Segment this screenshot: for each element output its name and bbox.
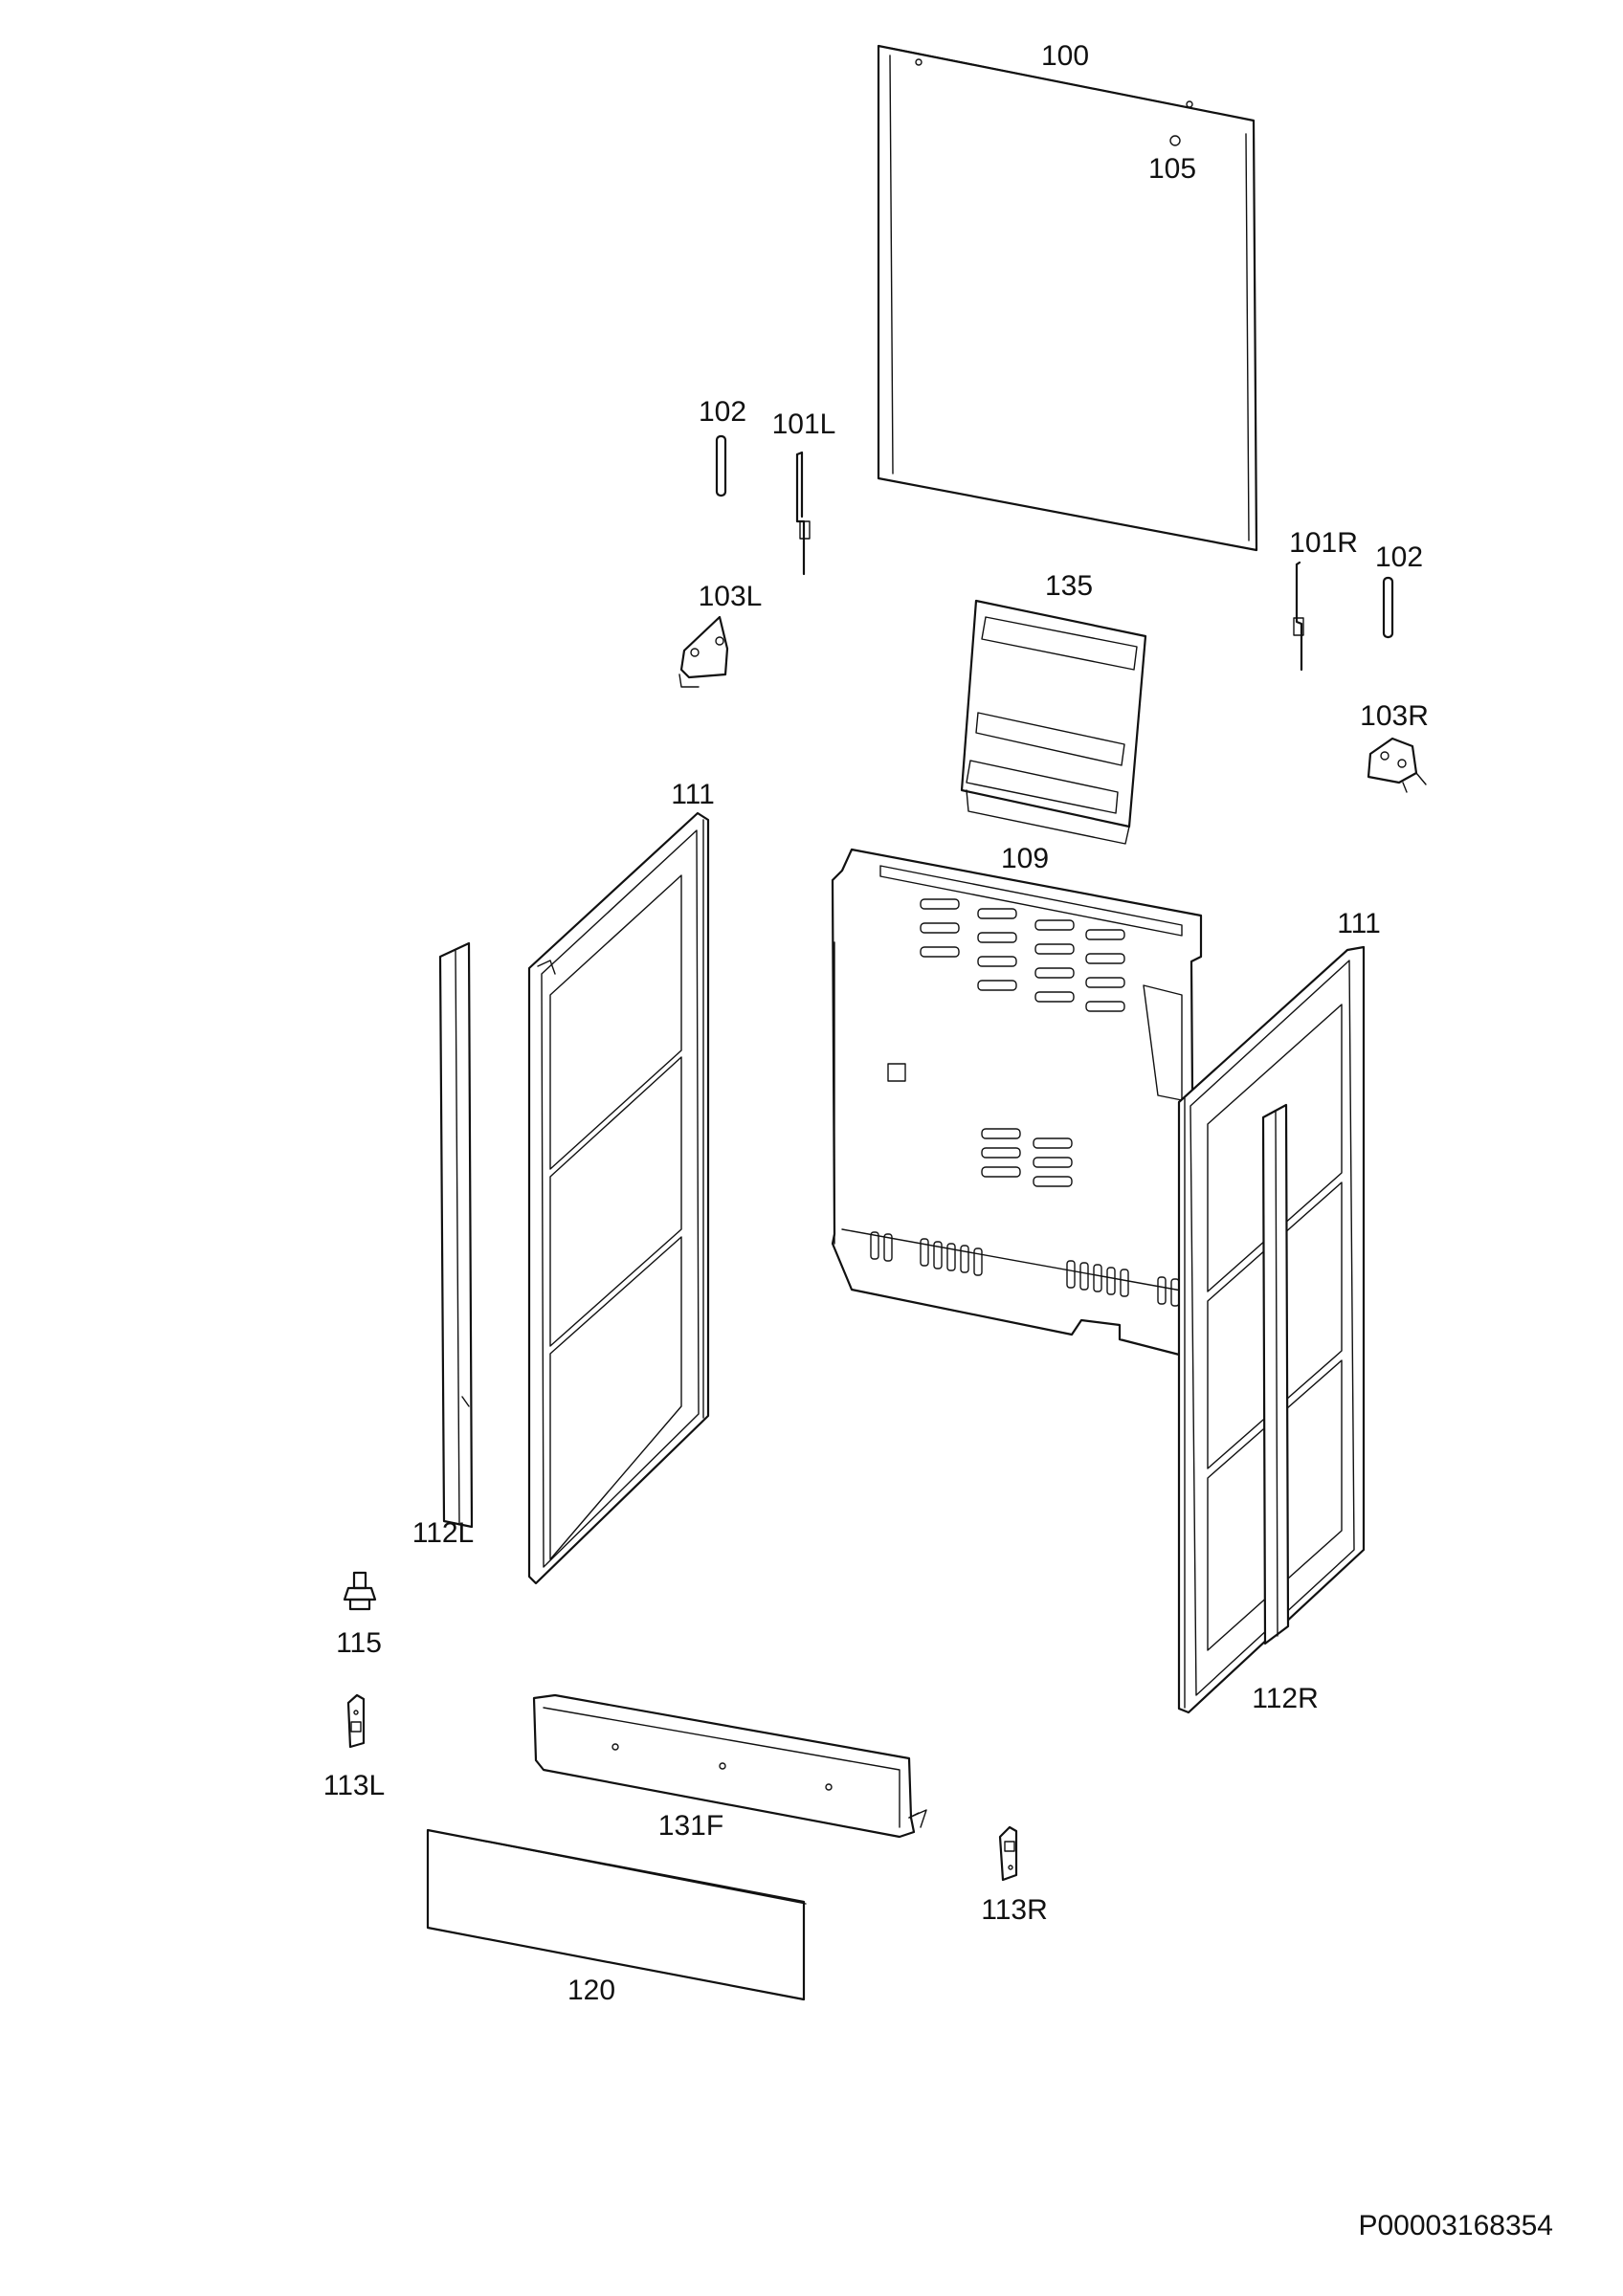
label-113R: 113R: [981, 1894, 1048, 1926]
part-103R-bracket: [1367, 737, 1427, 793]
label-115: 115: [336, 1627, 382, 1659]
part-102-left-pin: [715, 434, 727, 497]
part-102-right-pin: [1382, 576, 1394, 639]
part-109-back-panel: [831, 848, 1203, 1358]
label-135: 135: [1045, 570, 1093, 602]
label-112L: 112L: [412, 1517, 475, 1549]
label-113L: 113L: [323, 1770, 386, 1801]
label-111-right: 111: [1337, 908, 1381, 939]
label-100: 100: [1041, 40, 1089, 72]
label-112R: 112R: [1252, 1683, 1319, 1714]
part-101R-hinge: [1293, 561, 1304, 672]
part-131F-front-rail: [532, 1693, 927, 1839]
label-102-right: 102: [1375, 541, 1423, 573]
label-111-left: 111: [671, 779, 715, 810]
label-101R: 101R: [1289, 527, 1358, 559]
back-panel-bottom-slots: [870, 1231, 1180, 1307]
label-103L: 103L: [699, 581, 763, 612]
label-131F: 131F: [658, 1810, 723, 1842]
part-100-top-panel: [877, 44, 1258, 552]
label-109: 109: [1001, 843, 1049, 874]
part-112R-side-rail: [1261, 1103, 1290, 1645]
part-115-adjustable-foot: [343, 1571, 377, 1611]
part-120-kick-plate: [426, 1828, 807, 2001]
label-102-left: 102: [699, 396, 746, 428]
part-103L-bracket: [678, 615, 729, 688]
back-panel-vent-slots: [920, 898, 1125, 1187]
part-113L-bracket: [346, 1693, 366, 1749]
part-111-left-side-panel: [527, 811, 710, 1585]
part-113R-bracket: [998, 1825, 1018, 1882]
part-101L-hinge: [795, 451, 811, 576]
document-id: P00003168354: [1358, 2210, 1553, 2241]
label-120: 120: [567, 1975, 615, 2006]
part-112L-side-rail: [438, 941, 474, 1529]
label-101L: 101L: [772, 408, 836, 440]
label-105: 105: [1148, 153, 1196, 185]
label-103R: 103R: [1360, 700, 1429, 732]
part-135-shelf-support: [960, 599, 1147, 845]
